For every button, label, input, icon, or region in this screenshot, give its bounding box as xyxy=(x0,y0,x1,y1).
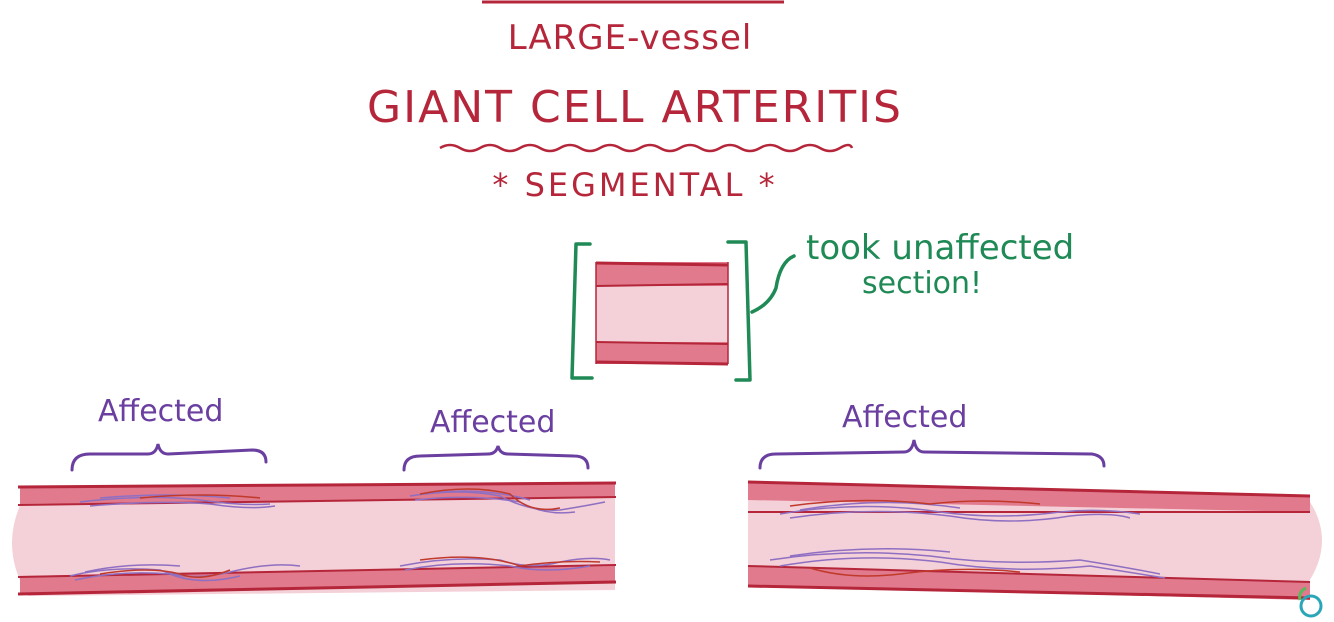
page-title: GIANT CELL ARTERITIS xyxy=(367,82,903,133)
biopsy-note-line-1: took unaffected xyxy=(806,228,1075,268)
affected-braces xyxy=(70,439,1106,472)
osmosis-logo-icon xyxy=(1298,586,1323,618)
left-vessel-lesions xyxy=(69,490,611,582)
left-vessel-lower-wall xyxy=(20,566,615,594)
biopsy-note-line-2: section! xyxy=(862,266,983,301)
affected-label-left: Affected xyxy=(98,394,224,429)
affected-label-right: Affected xyxy=(842,400,968,435)
segmental-label: * SEGMENTAL * xyxy=(492,166,778,204)
right-vessel-upper-wall xyxy=(748,482,1310,512)
right-vessel-lesions xyxy=(769,501,1166,579)
biopsy-brackets xyxy=(570,240,796,382)
biopsy-section xyxy=(595,261,729,366)
title-underline xyxy=(439,143,854,153)
note-brace xyxy=(750,254,796,314)
vessel-category-label: LARGE-vessel xyxy=(507,18,753,58)
right-vessel xyxy=(747,480,1322,600)
affected-label-middle: Affected xyxy=(430,405,556,440)
